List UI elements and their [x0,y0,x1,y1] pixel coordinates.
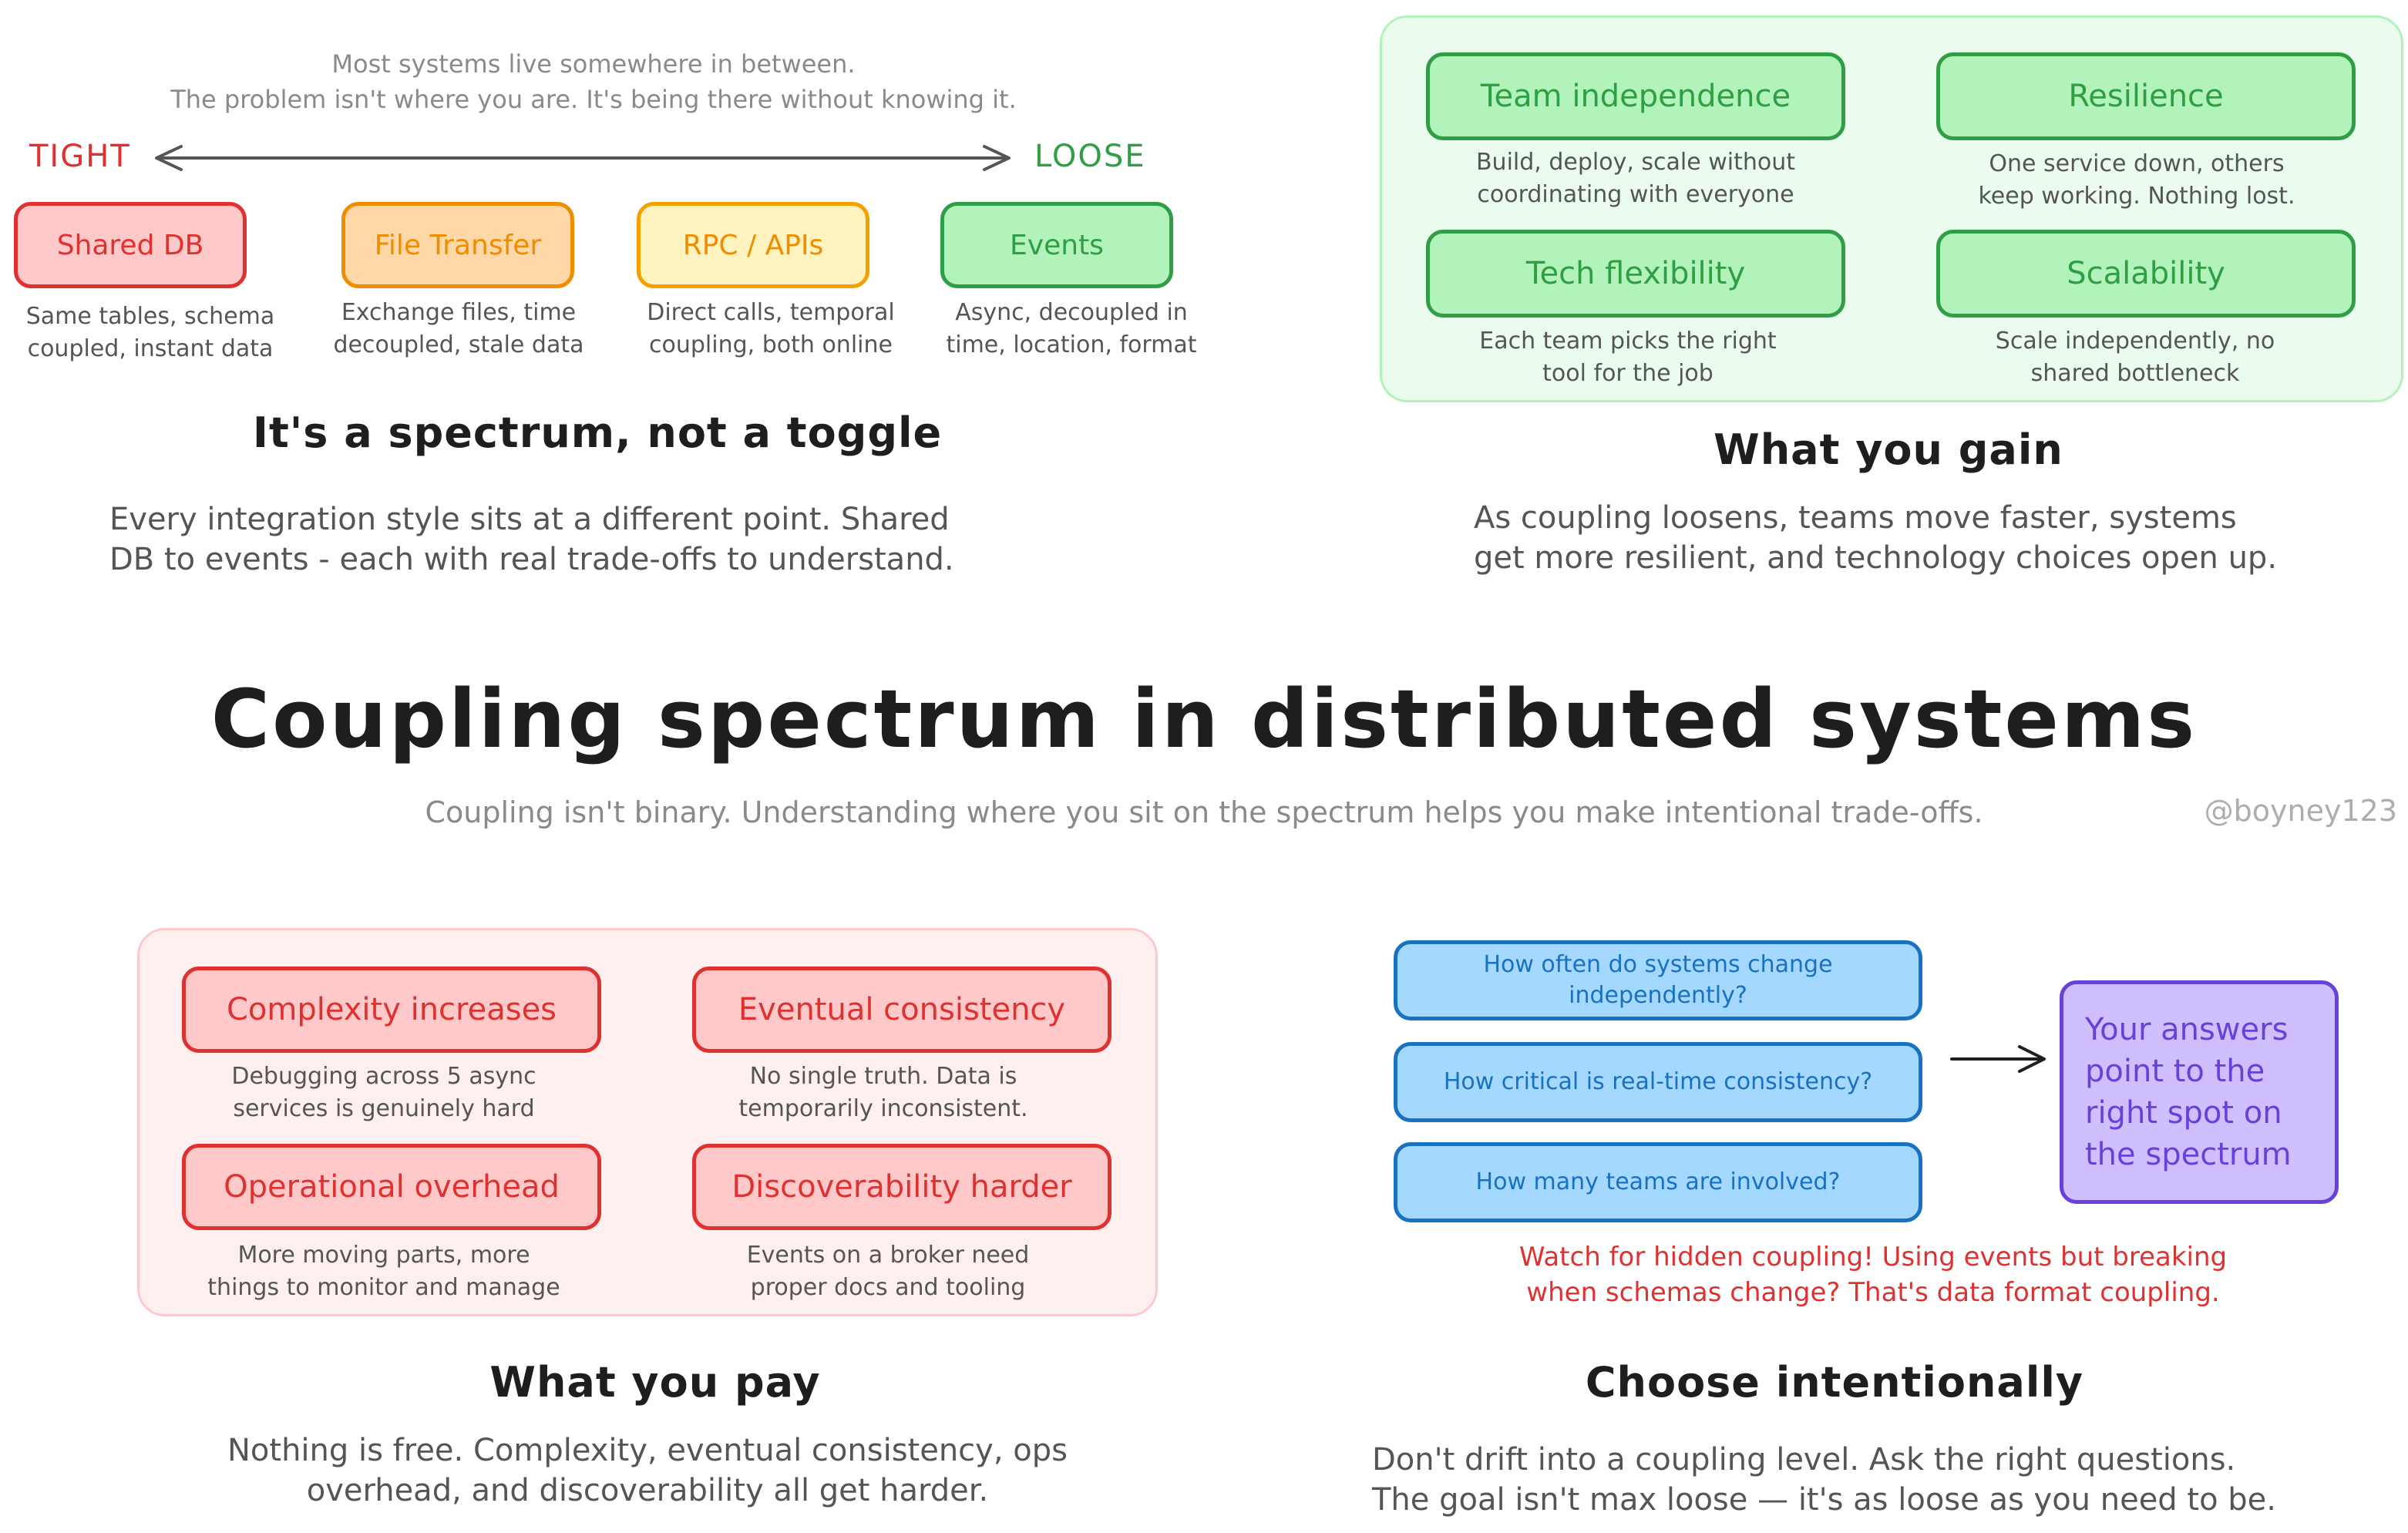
question-change-independently: How often do systems change independentl… [1394,940,1922,1020]
desc-line: coupled, instant data [27,335,274,362]
question-realtime-consistency: How critical is real-time consistency? [1394,1042,1922,1122]
gain-team-independence: Team independence [1426,52,1845,140]
para-line: Nothing is free. Complexity, eventual co… [227,1433,1068,1468]
answer-line: the spectrum [2085,1137,2292,1172]
gain-tech-flexibility-desc: Each team picks the right tool for the j… [1397,325,1859,390]
page-title: Coupling spectrum in distributed systems [210,672,2198,766]
gain-resilience: Resilience [1936,52,2356,140]
question-teams-involved: How many teams are involved? [1394,1142,1922,1222]
pay-operational-overhead-desc: More moving parts, more things to monito… [153,1239,615,1304]
warning-line: Watch for hidden coupling! Using events … [1518,1242,2228,1272]
gain-tech-flexibility: Tech flexibility [1426,230,1845,318]
answer-line: Your answers [2085,1012,2289,1047]
answer-line: right spot on [2085,1095,2282,1131]
para-line: The goal isn't max loose — it's as loose… [1372,1482,2276,1518]
desc-line: things to monitor and manage [207,1274,560,1301]
para-line: get more resilient, and technology choic… [1474,540,2278,576]
gain-heading: What you gain [1714,425,2063,474]
style-file-transfer-desc: Exchange files, time decoupled, stale da… [308,297,609,361]
gain-team-independence-desc: Build, deploy, scale without coordinatin… [1404,146,1867,211]
style-shared-db-desc: Same tables, schema coupled, instant dat… [0,301,301,365]
style-events: Events [940,202,1173,288]
desc-line: Direct calls, temporal [647,299,895,326]
para-line: DB to events - each with real trade-offs… [109,542,954,577]
para-line: As coupling loosens, teams move faster, … [1474,500,2237,536]
gain-paragraph: As coupling loosens, teams move faster, … [1474,498,2399,578]
style-events-desc: Async, decoupled in time, location, form… [917,297,1226,361]
gain-scalability-desc: Scale independently, no shared bottlenec… [1904,325,2366,390]
desc-line: coupling, both online [649,331,893,358]
warning-line: when schemas change? That's data format … [1526,1277,2220,1308]
answer-box: Your answers point to the right spot on … [2060,980,2339,1204]
pay-complexity: Complexity increases [182,967,601,1053]
choose-heading: Choose intentionally [1585,1358,2084,1407]
spectrum-intro-line1: Most systems live somewhere in between. [331,49,856,79]
tight-label: TIGHT [29,139,131,174]
desc-line: shared bottleneck [2030,360,2240,387]
style-file-transfer: File Transfer [341,202,574,288]
desc-line: Build, deploy, scale without [1475,149,1796,176]
desc-line: One service down, others [1989,150,2285,177]
desc-line: Each team picks the right [1479,328,1777,355]
hidden-coupling-warning: Watch for hidden coupling! Using events … [1411,1239,2336,1310]
desc-line: keep working. Nothing lost. [1978,183,2295,210]
question-line: How often do systems change [1483,951,1833,978]
pay-operational-overhead: Operational overhead [182,1144,601,1230]
style-rpc-apis-desc: Direct calls, temporal coupling, both on… [617,297,925,361]
desc-line: time, location, format [946,331,1197,358]
loose-label: LOOSE [1034,139,1146,174]
para-line: Every integration style sits at a differ… [109,502,950,537]
desc-line: Same tables, schema [25,303,275,330]
gain-scalability: Scalability [1936,230,2356,318]
desc-line: proper docs and tooling [750,1274,1026,1301]
desc-line: No single truth. Data is [749,1063,1017,1090]
answer-line: point to the [2085,1054,2265,1089]
pay-complexity-desc: Debugging across 5 async services is gen… [153,1061,615,1125]
desc-line: decoupled, stale data [333,331,584,358]
answer-arrow [1950,1045,2046,1073]
spectrum-intro-line2: The problem isn't where you are. It's be… [170,85,1017,114]
pay-heading: What you pay [489,1358,821,1407]
desc-line: temporarily inconsistent. [738,1095,1028,1122]
style-rpc-apis: RPC / APIs [637,202,869,288]
desc-line: coordinating with everyone [1477,181,1794,208]
page-subtitle: Coupling isn't binary. Understanding whe… [425,795,1983,829]
desc-line: Debugging across 5 async [231,1063,536,1090]
style-shared-db: Shared DB [14,202,247,288]
para-line: Don't drift into a coupling level. Ask t… [1372,1442,2236,1478]
spectrum-arrow [155,145,1011,171]
choose-paragraph: Don't drift into a coupling level. Ask t… [1372,1440,2408,1520]
author-handle: @boyney123 [2204,794,2397,828]
pay-discoverability: Discoverability harder [692,1144,1112,1230]
pay-eventual-consistency-desc: No single truth. Data is temporarily inc… [652,1061,1115,1125]
desc-line: tool for the job [1542,360,1714,387]
pay-eventual-consistency: Eventual consistency [692,967,1112,1053]
spectrum-paragraph: Every integration style sits at a differ… [109,499,1189,580]
desc-line: Scale independently, no [1995,328,2275,355]
desc-line: More moving parts, more [237,1242,530,1269]
gain-resilience-desc: One service down, others keep working. N… [1905,148,2368,213]
pay-discoverability-desc: Events on a broker need proper docs and … [657,1239,1119,1304]
spectrum-heading: It's a spectrum, not a toggle [252,408,943,457]
desc-line: Async, decoupled in [955,299,1188,326]
pay-paragraph: Nothing is free. Complexity, eventual co… [139,1430,1156,1511]
para-line: overhead, and discoverability all get ha… [306,1473,989,1508]
question-line: independently? [1569,982,1747,1009]
desc-line: Events on a broker need [746,1242,1030,1269]
desc-line: Exchange files, time [341,299,577,326]
desc-line: services is genuinely hard [233,1095,535,1122]
